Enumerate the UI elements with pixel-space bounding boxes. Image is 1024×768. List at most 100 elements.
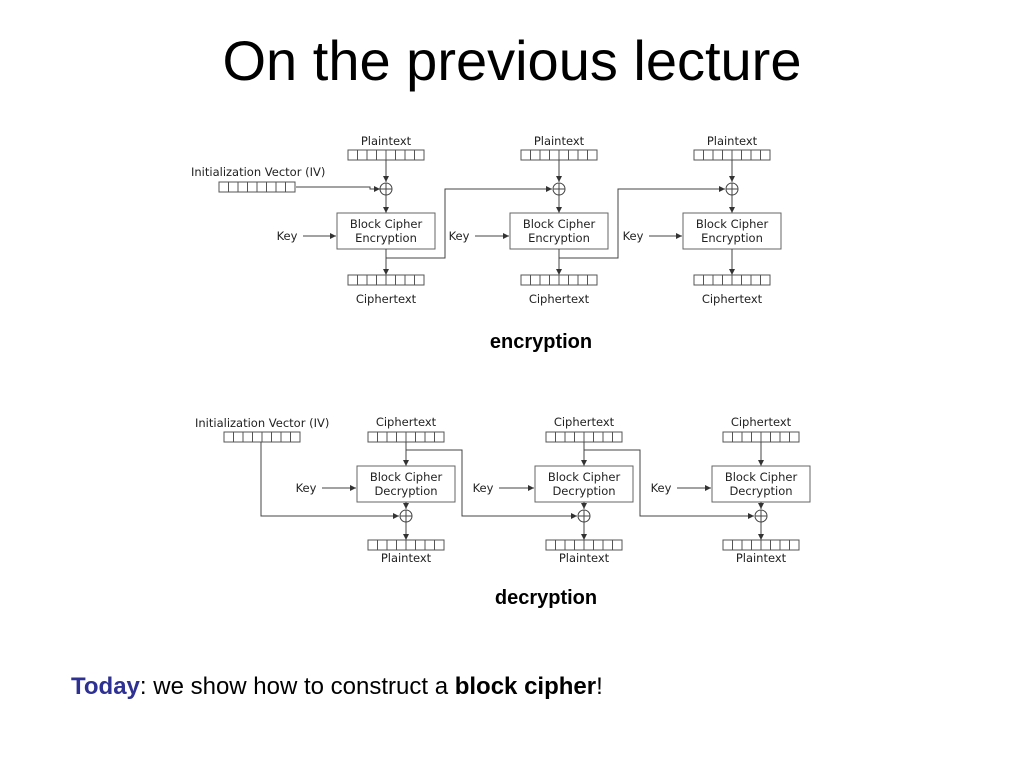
key-label: Key: [473, 481, 494, 495]
xor-symbol: [552, 182, 566, 196]
ciphertext-label: Ciphertext: [356, 292, 417, 306]
cipher-box-label-line2: Decryption: [552, 484, 615, 498]
ciphertext-arrowhead: [758, 460, 764, 466]
plaintext-arrowhead: [556, 176, 562, 182]
key-label: Key: [296, 481, 317, 495]
plaintext-block: [347, 149, 425, 161]
cipher-box-border: [534, 465, 634, 503]
chain-arrowhead: [748, 513, 754, 519]
key-arrowhead: [330, 233, 336, 239]
plaintext-label: Plaintext: [361, 134, 412, 148]
key-arrowhead: [676, 233, 682, 239]
ciphertext-arrowhead: [403, 460, 409, 466]
plaintext-label: Plaintext: [707, 134, 758, 148]
cipher-box-label-line2: Encryption: [701, 231, 763, 245]
ciphertext-block: [367, 431, 445, 443]
cipher-box-border: [682, 212, 782, 250]
cipher-box-label-line1: Block Cipher: [725, 470, 798, 484]
cipher-box-label-line2: Decryption: [374, 484, 437, 498]
key-label: Key: [449, 229, 470, 243]
chain-arrowhead: [571, 513, 577, 519]
ciphertext-block: [347, 274, 425, 286]
plaintext-block: [693, 149, 771, 161]
output-arrowhead: [556, 269, 562, 275]
footer-bold-term: block cipher: [454, 673, 597, 700]
ciphertext-label: Ciphertext: [554, 415, 615, 429]
plaintext-label: Plaintext: [534, 134, 585, 148]
key-label: Key: [623, 229, 644, 243]
cipher-box-label-line1: Block Cipher: [350, 217, 423, 231]
cipher-box-label-line1: Block Cipher: [696, 217, 769, 231]
key-arrowhead: [528, 485, 534, 491]
chain-line: [386, 188, 552, 259]
cipher-box-label-line2: Encryption: [528, 231, 590, 245]
cbc-encryption-diagram: Initialization Vector (IV)PlaintextBlock…: [191, 134, 782, 306]
cipher-box-label-line1: Block Cipher: [548, 470, 621, 484]
iv-label: Initialization Vector (IV): [191, 165, 325, 179]
xor-symbol: [754, 509, 768, 523]
chain-line: [584, 449, 754, 517]
plaintext-block: [722, 539, 800, 551]
iv-arrowhead: [374, 186, 380, 192]
iv-block: [218, 181, 296, 193]
plaintext-block: [545, 539, 623, 551]
xor-arrowhead: [581, 534, 587, 540]
xor-arrowhead: [383, 207, 389, 213]
cipher-arrowhead: [403, 503, 409, 509]
cipher-box-label-line2: Encryption: [355, 231, 417, 245]
xor-arrowhead: [403, 534, 409, 540]
iv-to-xor-line: [296, 186, 380, 190]
plaintext-block: [520, 149, 598, 161]
key-arrowhead: [350, 485, 356, 491]
chain-line: [406, 449, 577, 517]
key-arrowhead: [705, 485, 711, 491]
cipher-box-label-line1: Block Cipher: [370, 470, 443, 484]
cipher-box-label-line1: Block Cipher: [523, 217, 596, 231]
plaintext-block: [367, 539, 445, 551]
key-label: Key: [651, 481, 672, 495]
ciphertext-label: Ciphertext: [702, 292, 763, 306]
cipher-arrowhead: [758, 503, 764, 509]
plaintext-label: Plaintext: [736, 551, 787, 565]
output-arrowhead: [383, 269, 389, 275]
cipher-box-label-line2: Decryption: [729, 484, 792, 498]
iv-to-xor-line: [260, 442, 399, 517]
key-arrowhead: [503, 233, 509, 239]
today-label: Today: [71, 673, 140, 700]
plaintext-arrowhead: [383, 176, 389, 182]
xor-arrowhead: [758, 534, 764, 540]
slide-title: On the previous lecture: [222, 29, 802, 92]
iv-label: Initialization Vector (IV): [195, 416, 329, 430]
ciphertext-block: [520, 274, 598, 286]
ciphertext-label: Ciphertext: [529, 292, 590, 306]
footer-text: Today: we show how to construct a block …: [71, 673, 603, 701]
key-label: Key: [277, 229, 298, 243]
chain-line: [559, 188, 725, 259]
iv-block: [223, 431, 301, 443]
plaintext-label: Plaintext: [381, 551, 432, 565]
xor-symbol: [379, 182, 393, 196]
footer-text-part1: : we show how to construct a: [139, 673, 455, 700]
ciphertext-block: [722, 431, 800, 443]
cipher-box-border: [336, 212, 436, 250]
xor-symbol: [577, 509, 591, 523]
ciphertext-label: Ciphertext: [731, 415, 792, 429]
xor-symbol: [725, 182, 739, 196]
cipher-arrowhead: [581, 503, 587, 509]
chain-arrowhead: [546, 186, 552, 192]
footer-text-part2: !: [596, 673, 603, 700]
iv-arrowhead: [393, 513, 399, 519]
ciphertext-arrowhead: [581, 460, 587, 466]
